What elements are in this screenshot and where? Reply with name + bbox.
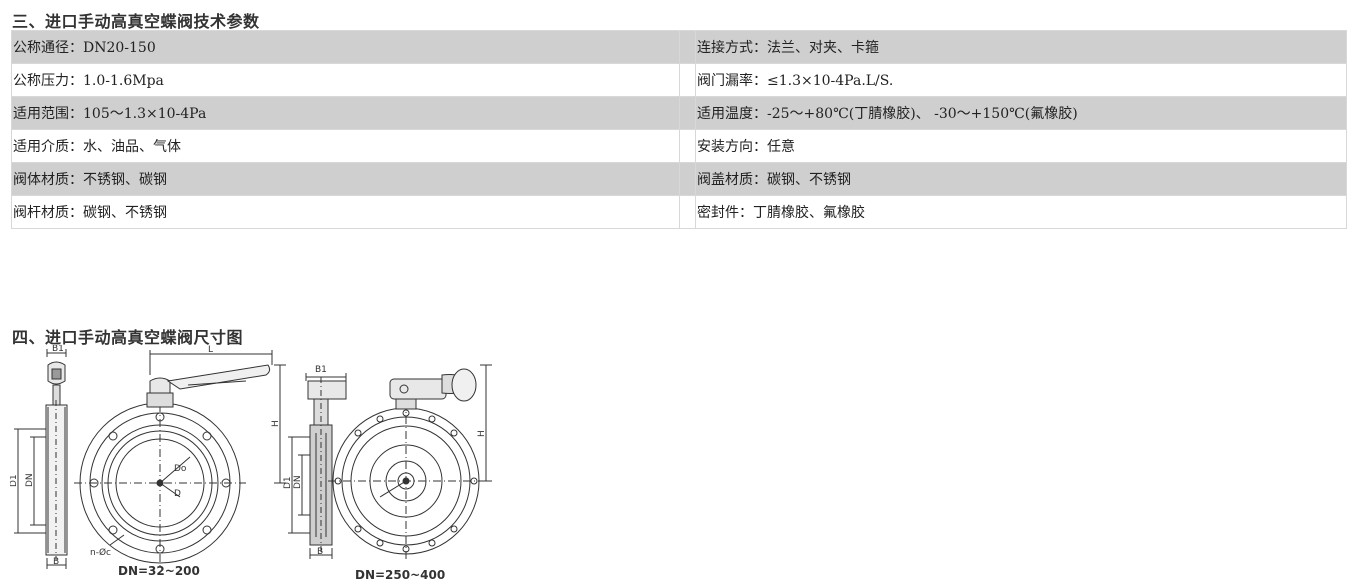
- label-b-small: B: [53, 557, 59, 567]
- spec-cell-right: 密封件：丁腈橡胶、氟橡胶: [695, 195, 1347, 229]
- label-h-small: H: [271, 420, 281, 427]
- label-b1-large: B1: [315, 365, 327, 375]
- label-d1-small: D1: [10, 474, 19, 487]
- table-row: 适用介质：水、油品、气体 安装方向：任意: [11, 129, 1347, 163]
- spec-cell-right: 阀门漏率：≤1.3×10-4Pa.L/S.: [695, 63, 1347, 97]
- spec-cell-left: 阀体材质：不锈钢、碳钢: [11, 162, 680, 196]
- label-d: D: [174, 489, 181, 499]
- spec-cell-left: 适用范围：105～1.3×10-4Pa: [11, 96, 680, 130]
- table-row: 阀杆材质：碳钢、不锈钢 密封件：丁腈橡胶、氟橡胶: [11, 195, 1347, 229]
- label-b1-small: B1: [52, 345, 64, 354]
- spec-cell-gap: [679, 30, 696, 64]
- small-valve-side-view: [14, 349, 68, 569]
- table-row: 阀体材质：不锈钢、碳钢 阀盖材质：碳钢、不锈钢: [11, 162, 1347, 196]
- label-l: L: [208, 345, 213, 355]
- spec-cell-right: 阀盖材质：碳钢、不锈钢: [695, 162, 1347, 196]
- label-dn-small: DN: [25, 473, 35, 487]
- label-n-oc: n-Øc: [90, 547, 111, 558]
- label-h-large: H: [477, 430, 487, 437]
- dimension-drawing: B1 L H D1 DN Do D B n-Øc B1 H D1 DN B DN…: [10, 345, 492, 581]
- large-valve-side-view: [288, 373, 347, 559]
- caption-small-valve: DN=32~200: [118, 564, 200, 578]
- spec-cell-left: 公称通径：DN20-150: [11, 30, 680, 64]
- spec-cell-gap: [679, 129, 696, 163]
- label-do: Do: [174, 464, 187, 474]
- label-d1-large: D1: [283, 476, 293, 489]
- table-row: 公称通径：DN20-150 连接方式：法兰、对夹、卡箍: [11, 30, 1347, 64]
- label-b-large: B: [317, 547, 323, 557]
- large-valve-front-view: [328, 364, 492, 561]
- spec-cell-left: 公称压力：1.0-1.6Mpa: [11, 63, 680, 97]
- small-valve-front-view: [74, 350, 286, 567]
- spec-cell-gap: [679, 195, 696, 229]
- section-title-dimensions: 四、进口手动高真空蝶阀尺寸图: [12, 328, 244, 347]
- spec-cell-right: 安装方向：任意: [695, 129, 1347, 163]
- spec-cell-left: 阀杆材质：碳钢、不锈钢: [11, 195, 680, 229]
- spec-cell-gap: [679, 162, 696, 196]
- caption-large-valve: DN=250~400: [355, 568, 445, 581]
- table-row: 公称压力：1.0-1.6Mpa 阀门漏率：≤1.3×10-4Pa.L/S.: [11, 63, 1347, 97]
- label-dn-large: DN: [293, 475, 303, 489]
- spec-cell-right: 连接方式：法兰、对夹、卡箍: [695, 30, 1347, 64]
- spec-cell-right: 适用温度：-25～+80℃(丁腈橡胶)、 -30～+150℃(氟橡胶): [695, 96, 1347, 130]
- spec-table: 公称通径：DN20-150 连接方式：法兰、对夹、卡箍 公称压力：1.0-1.6…: [11, 30, 1347, 229]
- section-title-params: 三、进口手动高真空蝶阀技术参数: [12, 12, 260, 31]
- table-row: 适用范围：105～1.3×10-4Pa 适用温度：-25～+80℃(丁腈橡胶)、…: [11, 96, 1347, 130]
- spec-cell-gap: [679, 96, 696, 130]
- spec-cell-left: 适用介质：水、油品、气体: [11, 129, 680, 163]
- spec-cell-gap: [679, 63, 696, 97]
